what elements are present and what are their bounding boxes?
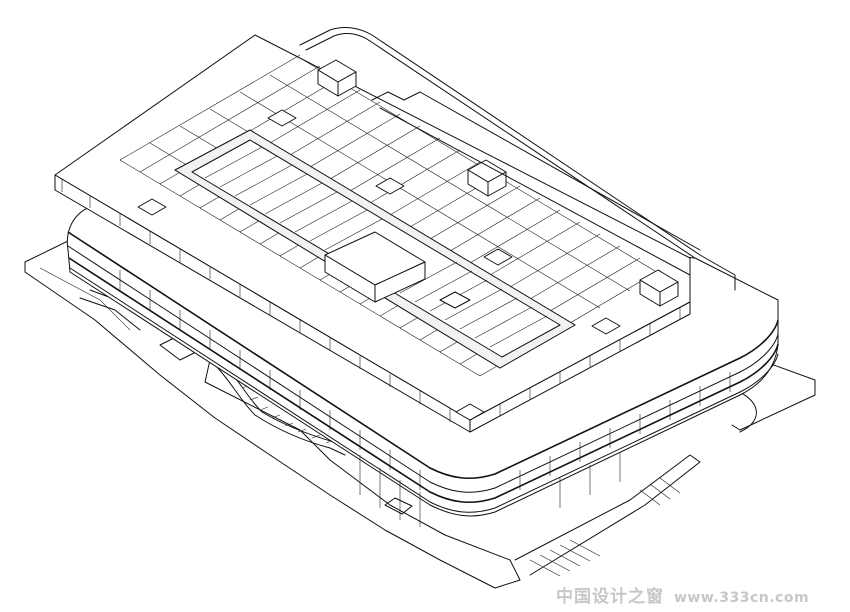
watermark-site-name: 中国设计之窗 xyxy=(556,587,664,607)
watermark-url: www.333cn.com xyxy=(674,590,810,606)
rooftop-structures xyxy=(299,27,736,307)
roof-skylights xyxy=(137,109,621,421)
site-watermark: 中国设计之窗 www.333cn.com xyxy=(556,582,809,607)
central-atrium xyxy=(173,129,576,369)
